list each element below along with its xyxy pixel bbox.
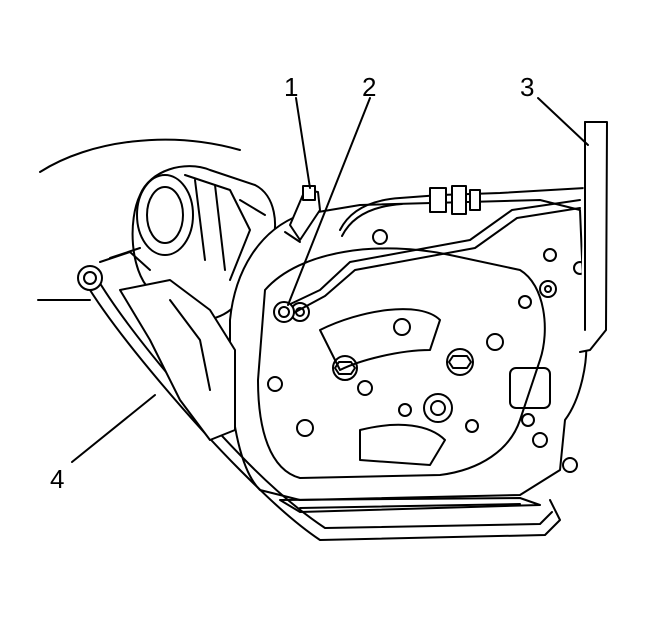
bolts <box>268 230 586 472</box>
tube-item-2 <box>282 200 580 308</box>
wire-harness <box>340 188 585 230</box>
side-port <box>510 368 550 408</box>
mount-bracket <box>120 280 235 440</box>
hose-item-4 <box>78 248 560 540</box>
engine-block-outline <box>230 200 586 500</box>
leader-line-1 <box>296 98 310 188</box>
callout-1: 1 <box>284 72 299 102</box>
oil-pan <box>280 498 540 512</box>
harness-connector <box>430 186 480 214</box>
cover-bracket <box>320 309 440 370</box>
background-arc <box>40 140 240 172</box>
dipstick-tube-item-3 <box>580 122 607 352</box>
sensor-item-1 <box>285 186 320 242</box>
callout-4: 4 <box>50 464 65 494</box>
callout-2: 2 <box>362 72 377 102</box>
callout-3: 3 <box>520 72 535 102</box>
leader-line-3 <box>538 98 588 145</box>
leader-line-2 <box>288 98 370 305</box>
timing-cover <box>258 248 545 478</box>
leader-line-4 <box>72 395 155 462</box>
